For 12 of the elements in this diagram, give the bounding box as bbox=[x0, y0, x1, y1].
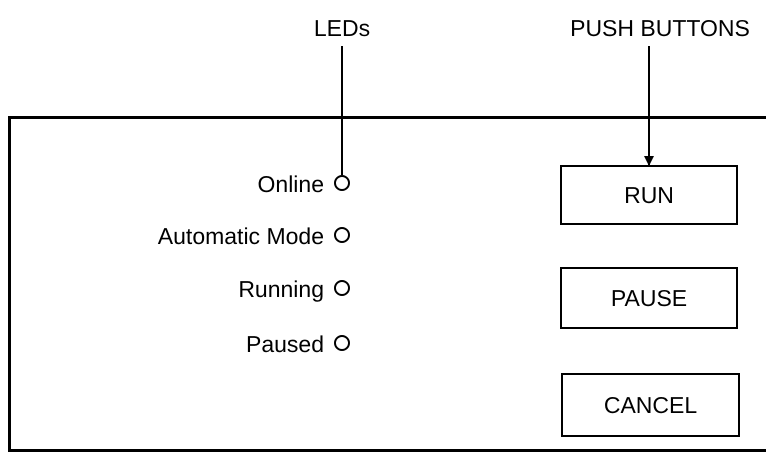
arrow bbox=[644, 46, 654, 166]
control-panel bbox=[8, 116, 766, 452]
callout-label: PUSH BUTTONS bbox=[530, 12, 766, 44]
led-label: Automatic Mode bbox=[158, 222, 324, 251]
led-label: Online bbox=[258, 170, 324, 199]
run-button: RUN bbox=[560, 165, 738, 225]
led-label: Paused bbox=[246, 330, 324, 359]
cancel-button: CANCEL bbox=[561, 373, 740, 437]
pause-button: PAUSE bbox=[560, 267, 738, 329]
callout-label: LEDs bbox=[302, 12, 382, 44]
led-label: Running bbox=[238, 275, 324, 304]
leader-line bbox=[341, 46, 343, 175]
